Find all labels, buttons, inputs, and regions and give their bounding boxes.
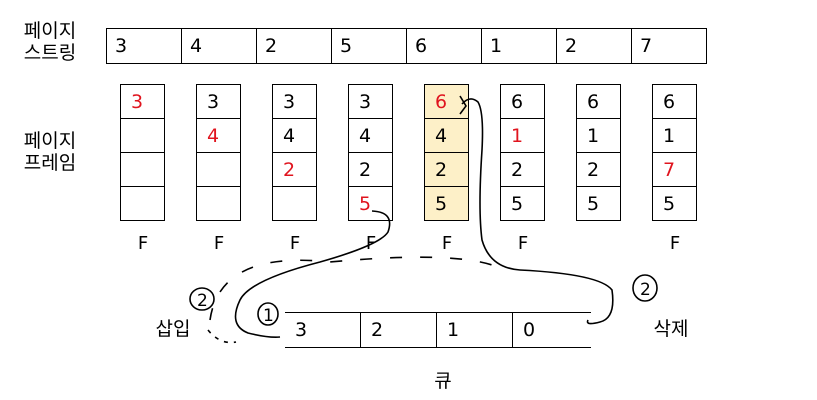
queue-cell: 3 [285, 313, 361, 347]
frame-cell: 6 [653, 85, 696, 119]
frame-cell [121, 153, 164, 187]
step-number-delete: 2 [640, 280, 651, 300]
insert-curve-to-queue [234, 210, 391, 338]
queue-cell: 2 [361, 313, 437, 347]
page-string-label-line1: 페이지 [23, 20, 77, 42]
queue-cell: 0 [523, 319, 536, 341]
page-string-label: 페이지 스트링 [18, 20, 82, 64]
page-fault-marker: F [289, 233, 301, 254]
arrow-tick-left [459, 95, 467, 115]
frame-cell: 6 [425, 85, 468, 119]
page-fault-marker: F [441, 233, 453, 254]
frame-cell: 3 [121, 85, 164, 119]
queue-label: 큐 [434, 370, 452, 392]
frame-cell: 1 [501, 119, 544, 153]
frame-cell: 6 [577, 85, 620, 119]
delete-curve-from-queue [461, 98, 614, 325]
page-fault-marker: F [517, 233, 529, 254]
frame-cell: 5 [511, 193, 524, 215]
page-fault-marker: F [137, 233, 149, 254]
frame-cell: 3 [197, 85, 240, 119]
page-frame-label-line1: 페이지 [23, 130, 77, 152]
frame-cell: 1 [577, 119, 620, 153]
step-circle-delete [632, 274, 658, 302]
frame-cell: 3 [349, 85, 392, 119]
queue-cell: 1 [437, 313, 513, 347]
frame-cell [121, 119, 164, 153]
frame-cell: 2 [501, 153, 544, 187]
reference-cell: 6 [407, 29, 482, 63]
reference-cell: 3 [107, 29, 182, 63]
frame-cell: 1 [653, 119, 696, 153]
frame-cell: 4 [273, 119, 316, 153]
frame-cell: 4 [197, 119, 240, 153]
reference-cell: 4 [182, 29, 257, 63]
insert-dashed-arc [209, 256, 501, 321]
reference-cell: 2 [557, 29, 632, 63]
frame-cell: 6 [501, 85, 544, 119]
frame-cell: 5 [587, 193, 600, 215]
frame-cell: 7 [653, 153, 696, 187]
frame-cell: 5 [359, 193, 372, 215]
insert-label: 삽입 [155, 318, 191, 340]
frame-cell: 5 [663, 193, 676, 215]
reference-cell: 5 [332, 29, 407, 63]
frame-cell: 3 [273, 85, 316, 119]
frame-cell [197, 153, 240, 187]
step-circle-one [257, 302, 279, 326]
reference-cell: 2 [257, 29, 332, 63]
frame-cell: 4 [349, 119, 392, 153]
page-frame-column: 3 [120, 84, 165, 221]
insert-dashed-tail [207, 329, 237, 344]
frame-cell: 2 [425, 153, 468, 187]
page-frame-label-line2: 프레임 [23, 152, 77, 174]
step-number-one: 1 [263, 306, 274, 326]
frame-cell: 4 [425, 119, 468, 153]
page-fault-marker: F [213, 233, 225, 254]
reference-cell: 7 [640, 35, 653, 57]
page-frame-label: 페이지 프레임 [18, 130, 82, 174]
frame-cell: 2 [577, 153, 620, 187]
delete-label: 삭제 [653, 318, 689, 340]
frame-cell: 2 [273, 153, 316, 187]
step-circle-insert [189, 287, 215, 311]
step-number-insert: 2 [197, 291, 208, 311]
frame-cell: 5 [435, 193, 448, 215]
frame-cell: 2 [349, 153, 392, 187]
page-string-label-line2: 스트링 [23, 42, 77, 64]
reference-cell: 1 [482, 29, 557, 63]
page-fault-marker: F [669, 233, 681, 254]
